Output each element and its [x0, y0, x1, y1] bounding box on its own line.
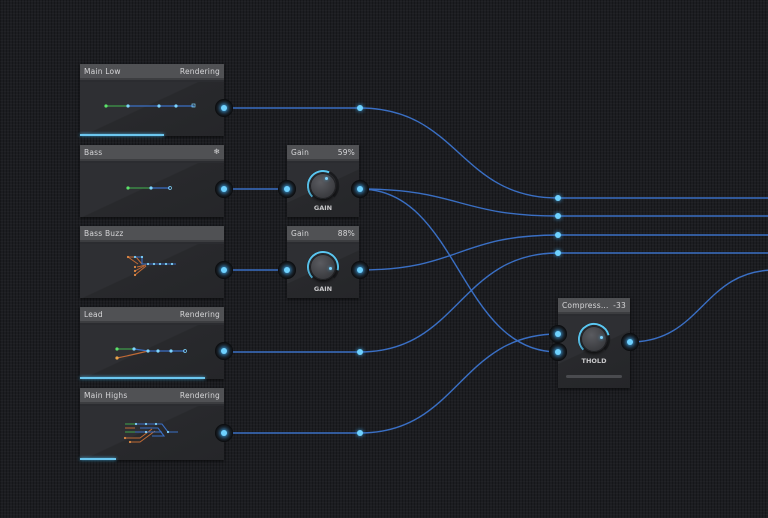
input-port-compressor-1[interactable] [549, 325, 567, 343]
track-node-bass[interactable]: Bass ❄ [80, 145, 224, 217]
gain-node-1[interactable]: Gain 59% GAIN [287, 145, 359, 217]
node-title: Compress... [562, 300, 609, 310]
knob-label: GAIN [313, 285, 333, 293]
knob-indicator [329, 267, 333, 271]
render-progress-bar [80, 458, 116, 460]
wire-junction-dot[interactable] [357, 349, 363, 355]
node-header[interactable]: Gain 88% [287, 226, 359, 242]
input-port-compressor-2[interactable] [549, 343, 567, 361]
wire-junction-dot[interactable] [555, 232, 561, 238]
output-port-lead[interactable] [215, 342, 233, 360]
freeze-icon[interactable]: ❄ [213, 147, 220, 157]
routing-graph-thumbnail [104, 103, 196, 108]
node-status: Rendering [179, 390, 220, 400]
wire-lead-out [359, 252, 559, 353]
node-header[interactable]: Bass Buzz [80, 226, 224, 242]
wire-junction-dot[interactable] [555, 213, 561, 219]
node-header[interactable]: Bass ❄ [80, 145, 224, 161]
render-progress-bar [80, 134, 164, 136]
gain-knob[interactable] [306, 169, 340, 203]
track-node-main-highs[interactable]: Main Highs Rendering [80, 388, 224, 460]
knob-label: THOLD [581, 357, 607, 365]
output-port-main-highs[interactable] [215, 424, 233, 442]
wire-main-low-out [359, 107, 559, 199]
gain-reduction-meter [566, 375, 622, 378]
node-title: Bass Buzz [84, 228, 124, 238]
routing-graph-thumbnail [115, 347, 187, 360]
node-title: Gain [291, 147, 310, 157]
wire-gain2-out [359, 234, 559, 271]
output-port-bass[interactable] [215, 180, 233, 198]
node-body [80, 244, 224, 298]
compressor-node[interactable]: Compress... -33 THOLD [558, 298, 630, 388]
knob-cap [310, 254, 336, 280]
wire-comp-out [629, 269, 768, 343]
input-port-gain-1[interactable] [278, 180, 296, 198]
track-node-lead[interactable]: Lead Rendering [80, 307, 224, 379]
input-port-gain-2[interactable] [278, 261, 296, 279]
wire-junction-dot[interactable] [357, 430, 363, 436]
gain-knob[interactable] [306, 250, 340, 284]
node-title: Lead [84, 309, 103, 319]
node-header[interactable]: Gain 59% [287, 145, 359, 161]
output-port-gain-1[interactable] [351, 180, 369, 198]
output-port-main-low[interactable] [215, 99, 233, 117]
wire-gain1-comp [359, 188, 559, 353]
node-value: 88% [337, 228, 355, 238]
track-node-bass-buzz[interactable]: Bass Buzz [80, 226, 224, 298]
wire-gain1-out [359, 188, 559, 217]
node-body [80, 163, 224, 217]
node-header[interactable]: Main Low Rendering [80, 64, 224, 80]
node-header[interactable]: Compress... -33 [558, 298, 630, 314]
node-title: Gain [291, 228, 310, 238]
node-header[interactable]: Main Highs Rendering [80, 388, 224, 404]
node-title: Main Highs [84, 390, 128, 400]
routing-graph-thumbnail [123, 422, 178, 444]
routing-graph-thumbnail [126, 255, 176, 277]
knob-arc [306, 250, 340, 279]
wire-junction-dot[interactable] [555, 195, 561, 201]
node-status: Rendering [179, 66, 220, 76]
render-progress-bar [80, 377, 206, 379]
node-value: 59% [337, 147, 355, 157]
output-port-compressor[interactable] [621, 333, 639, 351]
output-port-gain-2[interactable] [351, 261, 369, 279]
node-body [80, 82, 224, 136]
knob-indicator [600, 335, 604, 339]
node-header[interactable]: Lead Rendering [80, 307, 224, 323]
knob-indicator [324, 177, 328, 181]
routing-graph-thumbnail [126, 186, 172, 190]
track-node-main-low[interactable]: Main Low Rendering [80, 64, 224, 136]
wire-main-highs-comp [359, 333, 559, 434]
knob-cap [310, 173, 336, 199]
node-title: Bass [84, 147, 103, 157]
wire-junction-dot[interactable] [357, 105, 363, 111]
knob-cap [581, 326, 607, 352]
wire-junction-dot[interactable] [555, 250, 561, 256]
gain-node-2[interactable]: Gain 88% GAIN [287, 226, 359, 298]
knob-arc [577, 322, 611, 351]
node-title: Main Low [84, 66, 121, 76]
knob-label: GAIN [313, 204, 333, 212]
node-value: -33 [613, 300, 626, 310]
threshold-knob[interactable] [577, 322, 611, 356]
output-port-bass-buzz[interactable] [215, 261, 233, 279]
knob-arc [306, 169, 340, 198]
node-body [80, 325, 224, 379]
node-status: Rendering [179, 309, 220, 319]
